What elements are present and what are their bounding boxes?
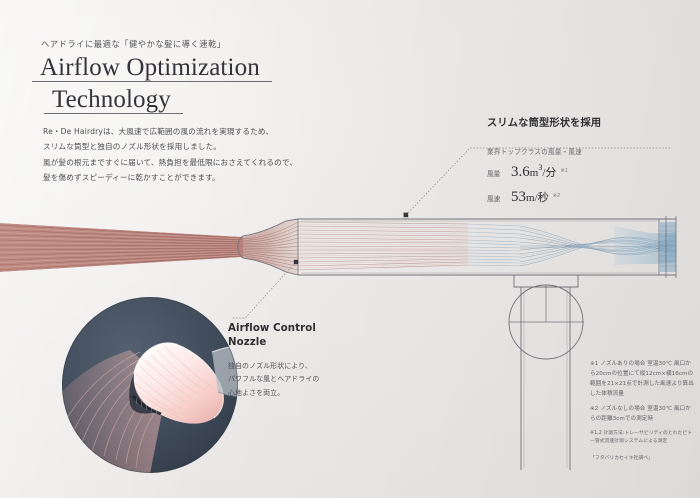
page-title: Airflow Optimization Technology	[32, 52, 300, 116]
intro-line-1: Re・De Hairdryは、大風速で広範囲の風の流れを実現するため、	[43, 127, 274, 136]
callout-nozzle-body-line-3: 心地よさを両立。	[228, 388, 285, 397]
footnotes-block: ※1 ノズルありの場合 室温30℃ 風口から20cmの位置にて縦12cm×横16…	[590, 360, 694, 468]
callout-nozzle-body-line-2: パワフルな風とヘアドライの	[228, 375, 320, 384]
spec-airflow-volume-value: 3.6m3/分	[511, 163, 557, 180]
intro-line-2: スリムな筒型と独自のノズル形状を採用しました。	[43, 142, 222, 152]
dryer-handle	[508, 275, 584, 470]
intro-paragraph: Re・De Hairdryは、大風速で広範囲の風の流れを実現するため、 スリムな…	[43, 124, 303, 185]
warm-airflow-left-tail	[0, 223, 243, 272]
callout-nozzle-heading-line-2: Nozzle	[228, 337, 267, 349]
callout-nozzle-heading-line-1: Airflow Control	[228, 323, 316, 334]
footnote-3: ※1,2 計測方法:トレーサビリティのとれたピトー管式流速計測システムによる測定	[590, 430, 693, 445]
callout-nozzle-heading: Airflow Control Nozzle	[228, 322, 388, 351]
callout-airflow-control-nozzle: Airflow Control Nozzle 独自のノズル形状により、 パワフル…	[228, 322, 388, 400]
eyebrow-text: ヘアドライに最適な「健やかな髪に導く速乾」	[41, 39, 226, 49]
leader-lines	[232, 147, 672, 319]
page-title-line-2: Technology	[44, 84, 183, 116]
spec-airflow-speed-note: ※2	[552, 193, 561, 199]
spec-airflow-volume-label: 風量	[487, 170, 501, 178]
callout-nozzle-body-line-1: 独自のノズル形状により、	[228, 361, 312, 370]
spec-airflow-speed-label: 風速	[487, 195, 501, 203]
spec-airflow-speed-value: 53m/秒	[511, 189, 549, 205]
callout-slim-subheading: 業界トップクラスの風量・風速	[487, 148, 582, 156]
spec-airflow-speed: 風速 53m/秒 ※2	[487, 188, 677, 206]
callout-nozzle-body: 独自のノズル形状により、 パワフルな風とヘアドライの 心地よさを両立。	[228, 360, 388, 400]
page-title-line-1: Airflow Optimization	[32, 52, 272, 84]
spec-airflow-volume: 風量 3.6m3/分 ※1	[487, 163, 677, 181]
callout-slim-heading: スリムな筒型形状を採用	[487, 118, 602, 129]
intro-line-4: 髪を傷めずスピーディーに乾かすことができます。	[43, 172, 220, 182]
dryer-outline	[237, 216, 677, 278]
footnote-credit: 「フタバリカセイキ社調べ」	[590, 455, 654, 461]
nozzle-detail-inset	[62, 297, 238, 473]
warm-airflow-nozzle-cone	[243, 219, 298, 275]
airflow-inside-barrel	[298, 221, 676, 272]
footnote-2: ※2 ノズルなしの場合 室温30℃ 風口からの距離3cmでの測定時	[590, 405, 691, 422]
footnote-1: ※1 ノズルありの場合 室温30℃ 風口から20cmの位置にて縦12cm×横16…	[590, 361, 694, 397]
intro-line-3: 風が髪の根元まですぐに届いて、熱負担を最低限におさえてくれるので、	[43, 157, 298, 167]
spec-airflow-volume-note: ※1	[560, 168, 568, 174]
callout-slim-barrel: スリムな筒型形状を採用 業界トップクラスの風量・風速 風量 3.6m3/分 ※1…	[487, 114, 677, 206]
